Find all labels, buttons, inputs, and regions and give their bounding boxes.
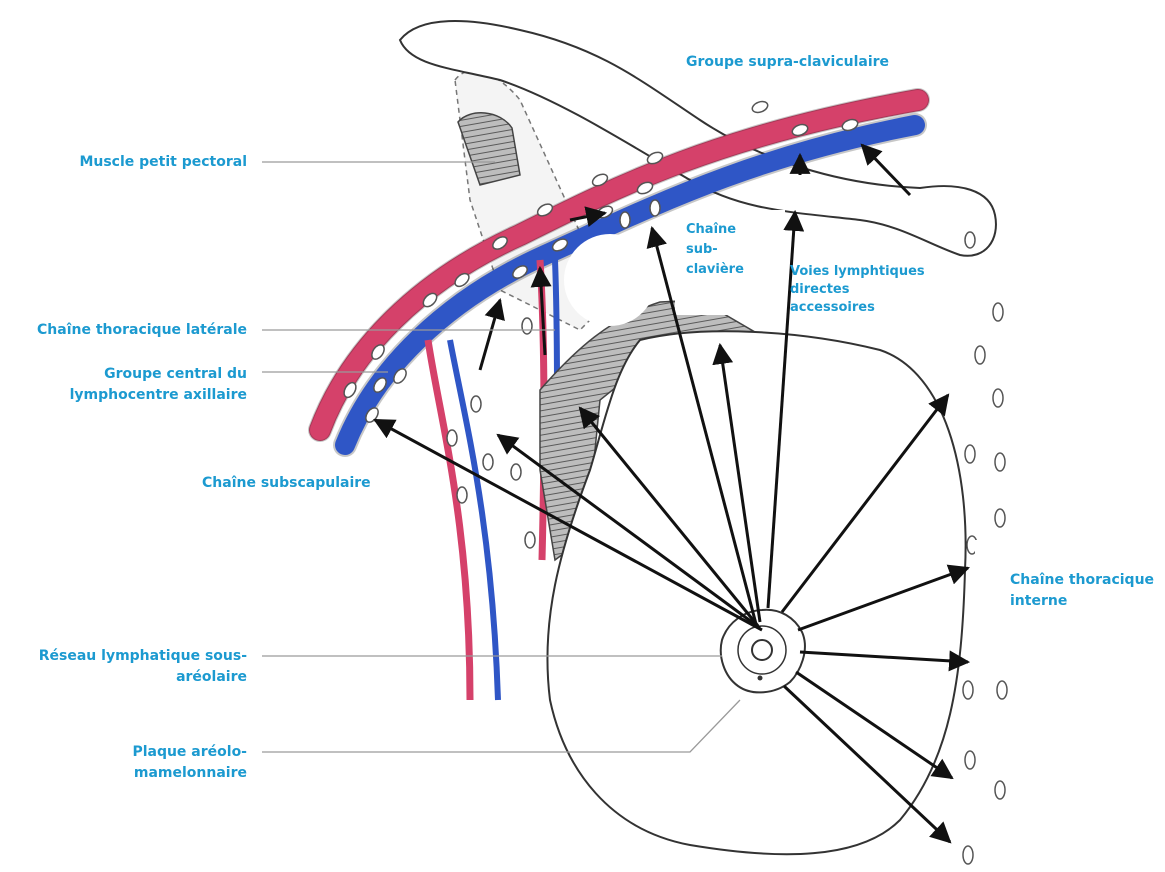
label-muscle-petit-pectoral: Muscle petit pectoral [79, 152, 247, 173]
label-voies-lymphatiques: Voies lymphtiques directes accessoires [790, 263, 925, 317]
label-voies-line3: accessoires [790, 299, 925, 317]
label-thoracique-interne-line2: interne [1010, 591, 1154, 612]
subclavian-region-gap [564, 234, 656, 326]
label-groupe-central-line2: lymphocentre axillaire [70, 385, 247, 406]
label-plaque-areolo-mamelonnaire: Plaque aréolo- mamelonnaire [132, 742, 247, 784]
label-chaine-subclaviere-line3: clavière [686, 260, 744, 280]
label-chaine-subscapulaire: Chaîne subscapulaire [202, 473, 371, 494]
label-plaque-line2: mamelonnaire [132, 763, 247, 784]
label-chaine-subclaviere: Chaîne sub- clavière [686, 220, 744, 280]
label-reseau-line2: aréolaire [39, 667, 247, 688]
label-reseau-lymphatique: Réseau lymphatique sous- aréolaire [39, 646, 247, 688]
label-groupe-central: Groupe central du lymphocentre axillaire [70, 364, 247, 406]
areola [721, 610, 805, 693]
label-voies-line1: Voies lymphtiques [790, 263, 925, 281]
label-voies-line2: directes [790, 281, 925, 299]
label-chaine-subclaviere-line2: sub- [686, 240, 744, 260]
label-thoracique-interne-line1: Chaîne thoracique [1010, 570, 1154, 591]
label-chaine-thoracique-laterale: Chaîne thoracique latérale [37, 320, 247, 341]
label-groupe-supra-claviculaire: Groupe supra-claviculaire [686, 52, 889, 73]
nipple [752, 640, 772, 660]
label-chaine-thoracique-interne: Chaîne thoracique interne [1010, 570, 1154, 612]
label-plaque-line1: Plaque aréolo- [132, 742, 247, 763]
label-chaine-subclaviere-line1: Chaîne [686, 220, 744, 240]
label-groupe-central-line1: Groupe central du [70, 364, 247, 385]
label-reseau-line1: Réseau lymphatique sous- [39, 646, 247, 667]
